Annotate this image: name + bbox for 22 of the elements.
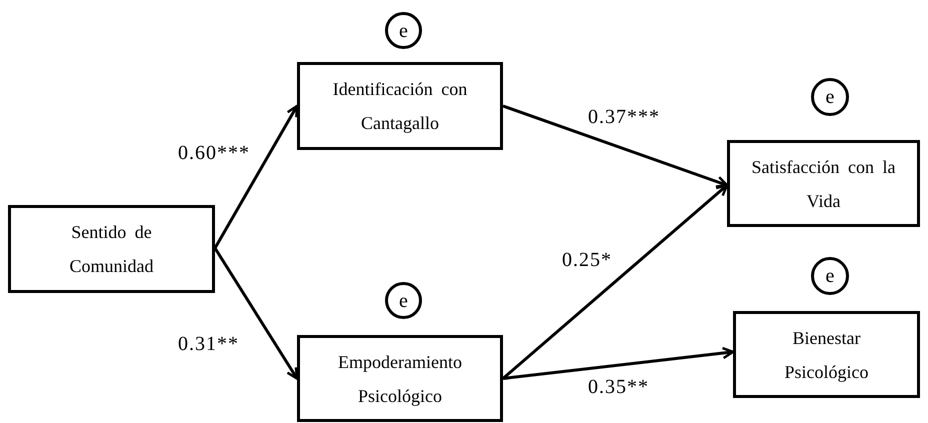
variable-label: Identificación con Cantagallo: [332, 78, 468, 135]
variable-label: Sentido de Comunidad: [68, 221, 154, 278]
arrow: [214, 104, 298, 249]
variable-label: Satisfacción con la Vida: [750, 156, 896, 212]
error-term-label: e: [399, 290, 408, 310]
variable-box: [727, 140, 920, 227]
arrow: [214, 247, 298, 380]
error-term-label: e: [826, 87, 834, 107]
error-term-label: e: [826, 266, 834, 286]
arrow: [502, 184, 728, 380]
arrow: [502, 104, 728, 188]
variable-box: [297, 62, 503, 150]
error-circle: [811, 78, 849, 116]
error-circle: [811, 257, 849, 295]
variable-box: [8, 205, 215, 293]
variable-box: [733, 311, 920, 398]
error-circle: [385, 12, 422, 49]
variable-label: Empoderamiento Psicológico: [337, 350, 463, 408]
error-circle: [385, 282, 422, 319]
error-term-label: e: [399, 20, 408, 40]
variable-box: [297, 335, 503, 422]
variable-label: Bienestar Psicológico: [784, 326, 870, 384]
